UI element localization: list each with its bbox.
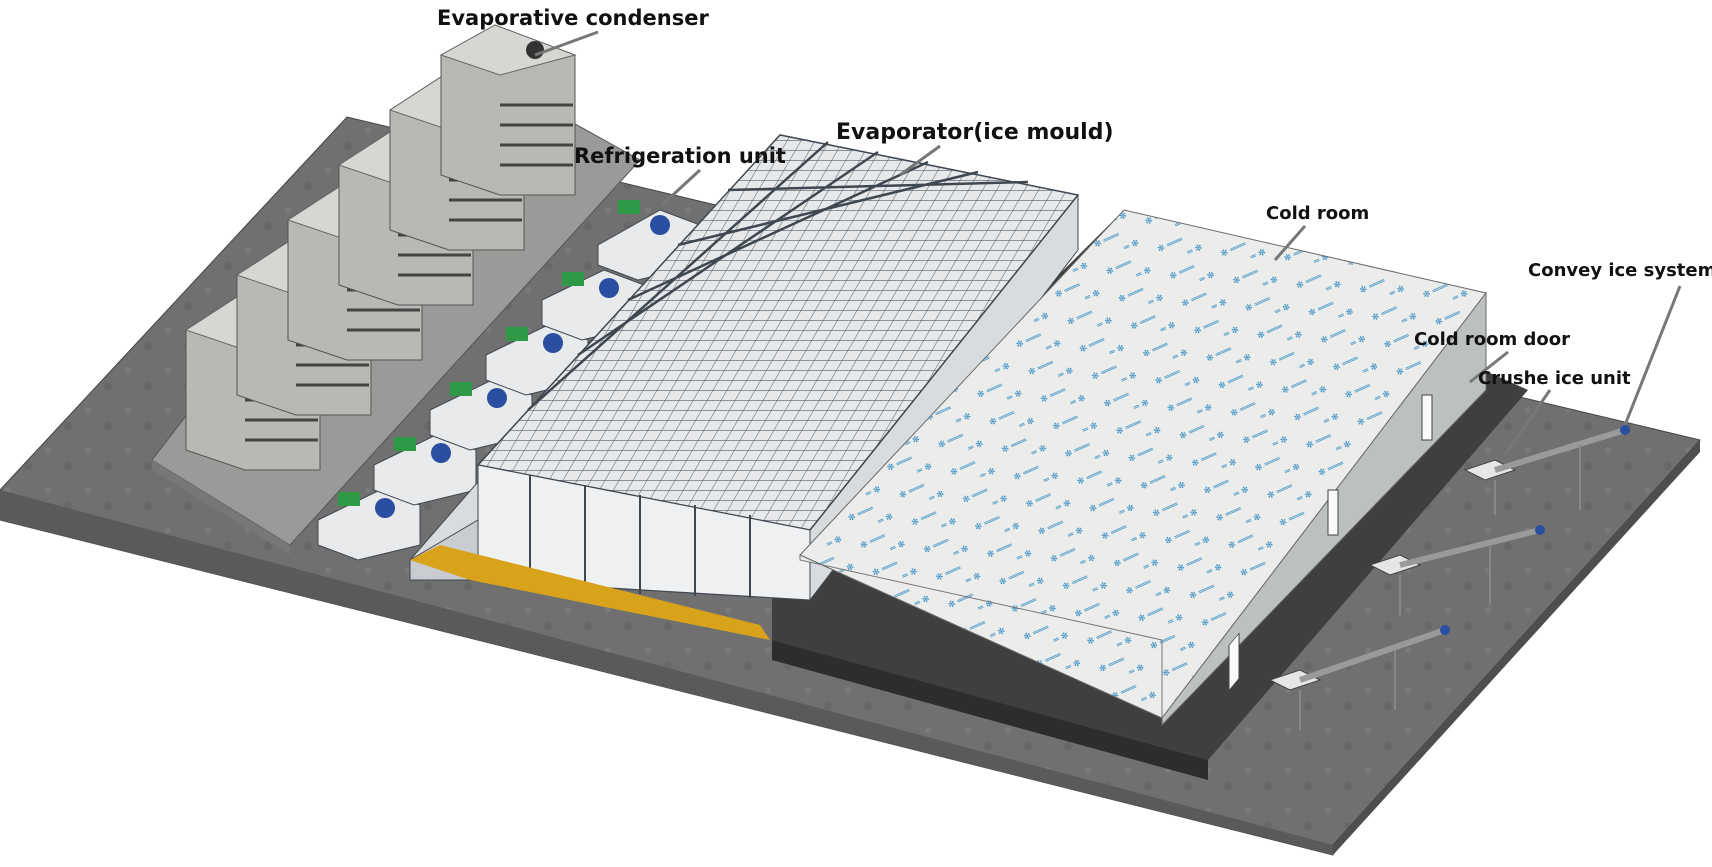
label-convey-ice-system: Convey ice system: [1528, 260, 1712, 281]
convey-ice-systems: [1268, 425, 1630, 730]
label-cold-room-door: Cold room door: [1414, 329, 1571, 350]
convey-ice-system: [1463, 425, 1630, 515]
leader-line-cold-room: [1273, 225, 1307, 261]
label-evaporator: Evaporator(ice mould): [836, 120, 1114, 145]
evaporative-condenser: [439, 24, 577, 196]
cold-room-doors: [1228, 394, 1433, 692]
leader-line-evaporator: [899, 144, 941, 177]
leader-line-crush: [1503, 389, 1552, 456]
cold-room-door: [1421, 394, 1433, 441]
leader-line-refrigeration: [660, 168, 702, 207]
label-crushe-ice-unit: Crushe ice unit: [1478, 368, 1631, 389]
refrigeration-unit: [429, 379, 533, 451]
label-cold-room: Cold room: [1266, 203, 1370, 224]
evaporator-ice-mould: [409, 134, 1080, 640]
leader-line-condenser: [534, 30, 599, 57]
evaporative-condensers: [184, 24, 577, 471]
cold-room-door: [1228, 632, 1240, 692]
label-refrigeration-unit: Refrigeration unit: [574, 144, 786, 168]
leader-line-door: [1469, 350, 1509, 384]
leader-line-convey: [1623, 285, 1682, 426]
cold-room: [799, 209, 1487, 727]
convey-ice-system: [1268, 625, 1450, 730]
refrigeration-units: [317, 200, 701, 561]
leader-lines: [534, 30, 1682, 456]
cold-room-door: [1327, 489, 1339, 536]
label-evaporative-condenser: Evaporative condenser: [437, 6, 709, 30]
convey-ice-system: [1368, 525, 1545, 615]
refrigeration-unit: [317, 489, 421, 561]
